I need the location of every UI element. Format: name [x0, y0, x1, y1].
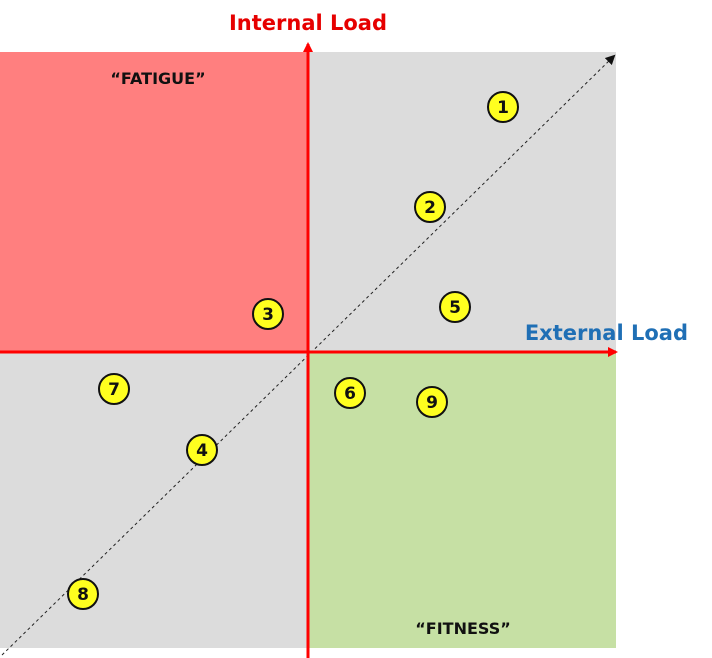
quadrant-top-left — [0, 52, 308, 352]
marker-circle — [252, 298, 284, 330]
marker-number: 2 — [424, 198, 436, 218]
fitness-label: “FITNESS” — [415, 619, 510, 638]
marker-7: 7 — [98, 373, 130, 405]
y-axis-title: Internal Load — [229, 11, 387, 35]
marker-number: 9 — [426, 393, 438, 413]
fatigue-label: “FATIGUE” — [110, 69, 205, 88]
marker-circle — [334, 377, 366, 409]
marker-circle — [186, 434, 218, 466]
x-axis-title: External Load — [525, 321, 688, 345]
marker-2: 2 — [414, 191, 446, 223]
marker-number: 6 — [344, 384, 356, 404]
marker-number: 4 — [196, 441, 208, 461]
marker-number: 3 — [262, 305, 274, 325]
marker-circle — [416, 386, 448, 418]
marker-circle — [487, 91, 519, 123]
marker-8: 8 — [67, 578, 99, 610]
marker-number: 8 — [77, 585, 89, 605]
marker-1: 1 — [487, 91, 519, 123]
marker-circle — [98, 373, 130, 405]
marker-5: 5 — [439, 291, 471, 323]
athlete-markers: 1 2 3 4 5 6 7 8 9 — [67, 91, 519, 610]
marker-circle — [414, 191, 446, 223]
marker-3: 3 — [252, 298, 284, 330]
marker-circle — [67, 578, 99, 610]
marker-9: 9 — [416, 386, 448, 418]
quadrant-bottom-left — [0, 352, 308, 648]
marker-number: 1 — [497, 98, 509, 118]
marker-6: 6 — [334, 377, 366, 409]
marker-number: 5 — [449, 298, 461, 318]
marker-4: 4 — [186, 434, 218, 466]
marker-circle — [439, 291, 471, 323]
marker-number: 7 — [108, 380, 120, 400]
